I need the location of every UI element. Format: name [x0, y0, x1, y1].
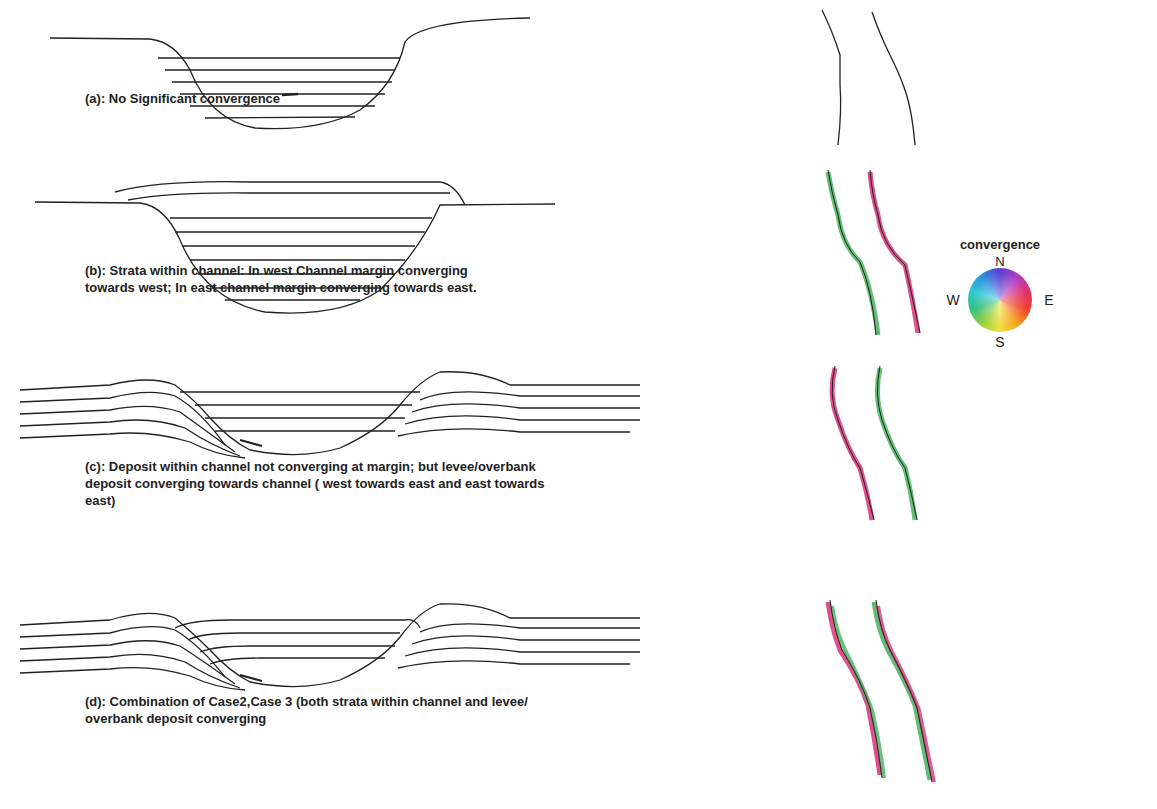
- caption: (a): No Significant convergence: [85, 90, 280, 107]
- caption: (c): Deposit within channel not convergi…: [85, 458, 555, 509]
- section-d: [20, 604, 640, 690]
- legend-label: convergence: [960, 236, 1040, 253]
- map-c: [832, 366, 917, 520]
- caption: (d): Combination of Case2,Case 3 (both s…: [85, 693, 555, 727]
- map-a: [822, 10, 915, 145]
- legend-label: W: [946, 292, 959, 309]
- color-wheel: [968, 268, 1032, 332]
- legend-label: S: [995, 334, 1004, 351]
- map-b: [828, 170, 920, 335]
- map-d: [828, 600, 934, 782]
- section-a: [50, 18, 530, 129]
- section-b: [35, 182, 555, 313]
- section-c: [20, 372, 640, 458]
- legend-label: E: [1044, 292, 1053, 309]
- legend-label: N: [995, 253, 1004, 270]
- caption: (b): Strata within channel: In west Chan…: [85, 262, 485, 296]
